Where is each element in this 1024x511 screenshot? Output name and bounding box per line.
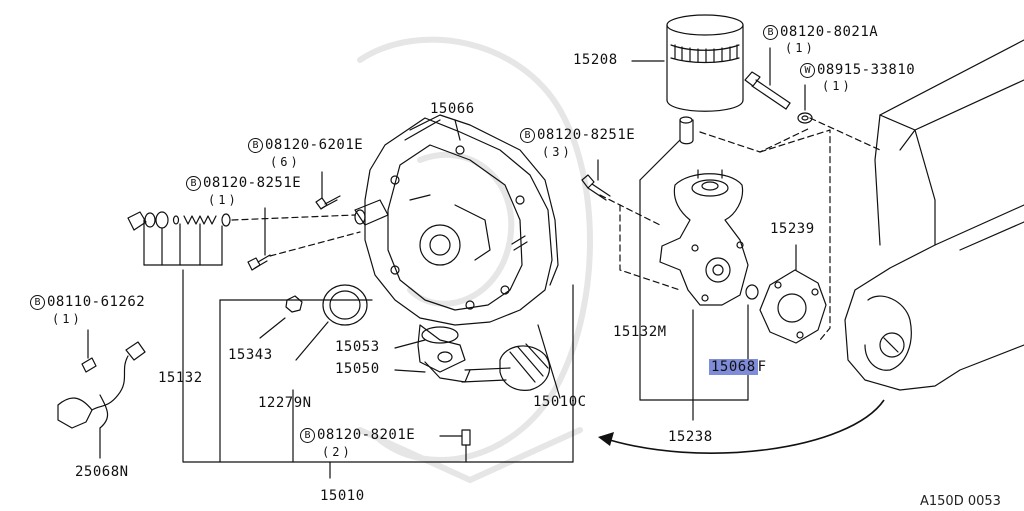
drawing-reference: A150D 0053	[920, 494, 1001, 509]
cover-bolt	[315, 195, 341, 210]
fastener-code: 08120-8251E	[203, 175, 302, 191]
cover-bolt-small	[247, 254, 271, 271]
fastener-qty: (1)	[208, 193, 239, 207]
part-15010c-label[interactable]: 15010C	[533, 394, 587, 410]
assembly-lines-right	[599, 117, 881, 341]
oil-strainer	[417, 324, 551, 391]
fastener-code: 08120-8021A	[780, 24, 879, 40]
washer	[797, 112, 813, 124]
highlighted-part-number[interactable]: 15068	[709, 359, 758, 375]
filter-bracket	[659, 116, 749, 306]
part-12279n-label[interactable]: 12279N	[258, 395, 312, 411]
oil-filter	[666, 14, 744, 112]
fastener-code: 08120-6201E	[265, 137, 364, 153]
fastener-code: 08110-61262	[47, 294, 146, 310]
bolt-mark-icon: B	[763, 25, 778, 40]
part-15053-label[interactable]: 15053	[335, 339, 380, 355]
install-arrow	[598, 399, 885, 454]
fastener-qty: (6)	[270, 155, 301, 169]
fastener-qty: (3)	[542, 145, 573, 159]
strainer-gasket	[421, 326, 459, 344]
part-15050-label[interactable]: 15050	[335, 361, 380, 377]
part-15010-label[interactable]: 15010	[320, 488, 365, 504]
part-15238-label[interactable]: 15238	[668, 429, 713, 445]
drain-plug	[285, 295, 303, 313]
fastener-code: 08915-33810	[817, 62, 916, 78]
filter-bolt	[744, 71, 791, 110]
fastener-qty: (2)	[322, 445, 353, 459]
bolt-mark-icon: B	[248, 138, 263, 153]
relief-valve-dash	[231, 214, 356, 221]
pan-bolt	[461, 429, 471, 463]
bolt-mark-icon: B	[300, 428, 315, 443]
bracket-gasket	[759, 269, 827, 344]
bolt-mark-icon: B	[520, 128, 535, 143]
bolt-mark-icon: B	[186, 176, 201, 191]
part-15132-label[interactable]: 15132	[158, 370, 203, 386]
relief-valve-parts	[127, 211, 231, 231]
bolt-mark-icon: B	[30, 295, 45, 310]
part-15343-label[interactable]: 15343	[228, 347, 273, 363]
cover-stud	[511, 235, 528, 251]
fastener-code: 08120-8251E	[537, 127, 636, 143]
part-15239-label[interactable]: 15239	[770, 221, 815, 237]
fastener-qty: (1)	[785, 41, 816, 55]
part-15066-label[interactable]: 15066	[430, 101, 475, 117]
part-25068n-label[interactable]: 25068N	[75, 464, 129, 480]
o-ring	[745, 284, 759, 300]
fastener-code: 08120-8201E	[317, 427, 416, 443]
front-cover-gasket	[404, 114, 559, 286]
bracket-bolt	[581, 174, 611, 201]
oil-pressure-sensor	[57, 341, 146, 429]
part-suffix: F	[757, 359, 767, 375]
fastener-qty: (1)	[822, 79, 853, 93]
part-15208-label[interactable]: 15208	[573, 52, 618, 68]
oil-pump-cover	[354, 117, 553, 326]
oil-seal	[322, 284, 368, 326]
cover-bolt-dash	[269, 231, 361, 257]
engine-block	[844, 39, 1024, 391]
part-15132m-label[interactable]: 15132M	[613, 324, 667, 340]
leader-lines	[87, 47, 806, 479]
fastener-qty: (1)	[52, 312, 83, 326]
washer-mark-icon: W	[800, 63, 815, 78]
